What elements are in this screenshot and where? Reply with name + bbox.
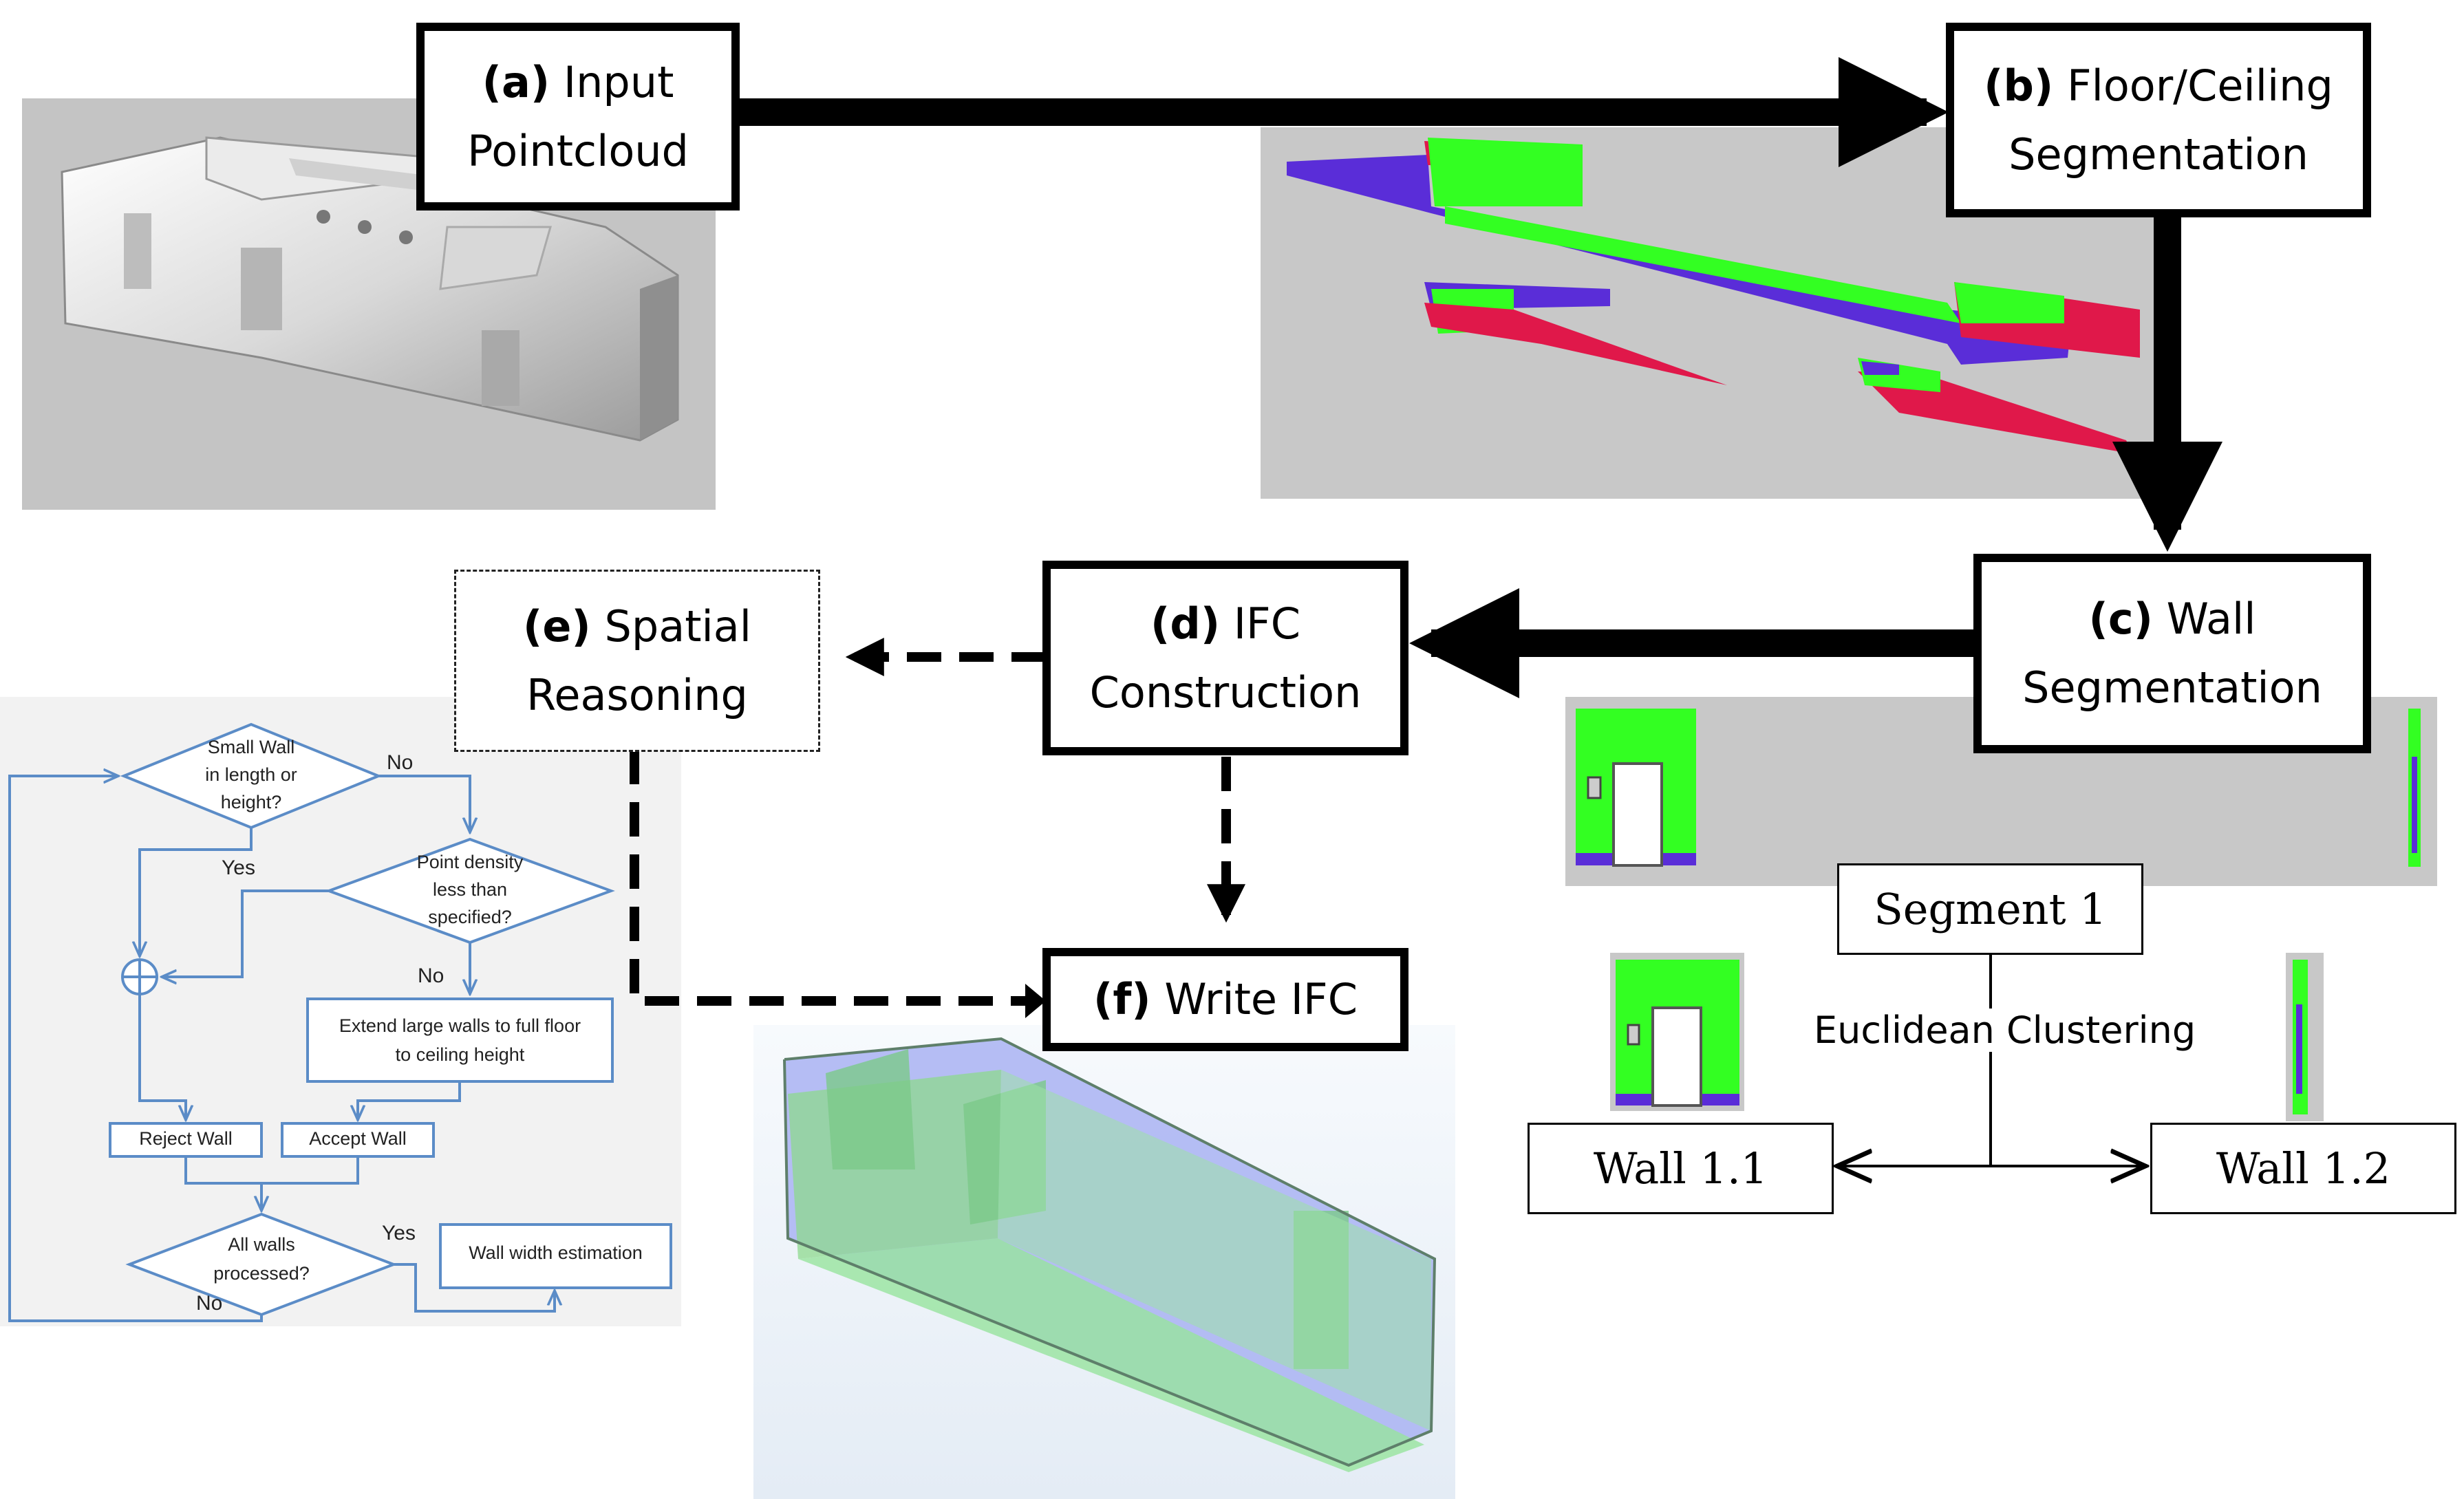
- q3-no-label: No: [196, 1292, 223, 1315]
- q1-line2: in length or: [205, 764, 297, 785]
- q3-label: All walls processed?: [172, 1230, 351, 1288]
- step-d-title: IFC: [1233, 598, 1301, 649]
- step-a-line1: (a) Input: [482, 48, 674, 117]
- arrow-e-to-f-head: [1025, 984, 1046, 1018]
- segment-label: Segment 1: [1837, 863, 2143, 955]
- wall-1-1-label: Wall 1.1: [1528, 1123, 1834, 1214]
- clustering-label: Euclidean Clustering: [1811, 1009, 2199, 1052]
- step-d-tag: (d): [1150, 598, 1221, 649]
- step-e-tag: (e): [523, 601, 591, 651]
- extend-label: Extend large walls to full floor to ceil…: [308, 1011, 612, 1069]
- q1-yes-label: Yes: [222, 856, 255, 879]
- step-c-title: Wall: [2166, 594, 2256, 644]
- clustered-wall-images: [1610, 953, 2324, 1121]
- q2-label: Point density less than specified?: [381, 848, 559, 931]
- step-a-title: Input: [563, 56, 674, 107]
- q3-line1: All walls: [228, 1234, 295, 1255]
- step-e-line2: Reasoning: [526, 669, 748, 720]
- step-f-line1: (f) Write IFC: [1093, 965, 1358, 1034]
- step-b-line1: (b) Floor/Ceiling: [1984, 52, 2333, 120]
- arrow-e-to-f: [630, 750, 1029, 1006]
- step-d-ifc-construction: (d) IFC Construction: [1042, 561, 1408, 755]
- step-a-tag: (a): [482, 56, 550, 107]
- step-f-title: Write IFC: [1164, 974, 1358, 1024]
- step-d-line1: (d) IFC: [1150, 590, 1300, 658]
- step-e-title: Spatial: [604, 601, 751, 651]
- flowchart-connectors: [8, 776, 555, 1322]
- flowchart-shapes: [109, 722, 672, 1317]
- step-b-title: Floor/Ceiling: [2066, 60, 2333, 111]
- step-b-line2: Segmentation: [2008, 129, 2308, 180]
- accept-wall-label: Accept Wall: [309, 1128, 407, 1149]
- q1-no-label: No: [387, 751, 414, 774]
- step-f-write-ifc: (f) Write IFC: [1042, 948, 1408, 1051]
- step-a-line2: Pointcloud: [467, 125, 689, 176]
- extend-walls-box: [306, 997, 614, 1083]
- step-e-line1: (e) Spatial: [523, 592, 751, 661]
- q3-line2: processed?: [213, 1263, 310, 1284]
- q3-yes-label: Yes: [382, 1222, 416, 1244]
- reject-wall-label: Reject Wall: [139, 1128, 233, 1149]
- wall-width-label: Wall width estimation: [469, 1242, 643, 1263]
- q2-line3: specified?: [428, 907, 512, 927]
- wall-1-2-label: Wall 1.2: [2150, 1123, 2456, 1214]
- ifc-model-image: [753, 1025, 1455, 1499]
- q1-label: Small Wall in length or height?: [169, 733, 334, 816]
- extend-line2: to ceiling height: [395, 1044, 525, 1065]
- step-c-tag: (c): [2088, 594, 2153, 644]
- decision-point-density: [325, 837, 615, 945]
- step-b-floor-ceiling: (b) Floor/Ceiling Segmentation: [1946, 23, 2371, 217]
- step-c-line2: Segmentation: [2022, 662, 2322, 713]
- wall-width-box: [439, 1223, 672, 1289]
- step-f-tag: (f): [1093, 974, 1151, 1024]
- step-b-tag: (b): [1984, 60, 2054, 111]
- step-c-wall-segmentation: (c) Wall Segmentation: [1973, 554, 2371, 753]
- step-d-line2: Construction: [1089, 667, 1362, 718]
- q1-line3: height?: [220, 792, 282, 812]
- step-a-input-pointcloud: (a) Input Pointcloud: [416, 23, 740, 211]
- q2-line1: Point density: [416, 852, 524, 872]
- q2-line2: less than: [432, 879, 508, 900]
- q2-no-label: No: [418, 964, 444, 987]
- extend-line1: Extend large walls to full floor: [339, 1015, 581, 1036]
- step-e-spatial-reasoning: (e) Spatial Reasoning: [454, 570, 820, 752]
- step-c-line1: (c) Wall: [2089, 585, 2256, 654]
- q1-line1: Small Wall: [207, 737, 295, 757]
